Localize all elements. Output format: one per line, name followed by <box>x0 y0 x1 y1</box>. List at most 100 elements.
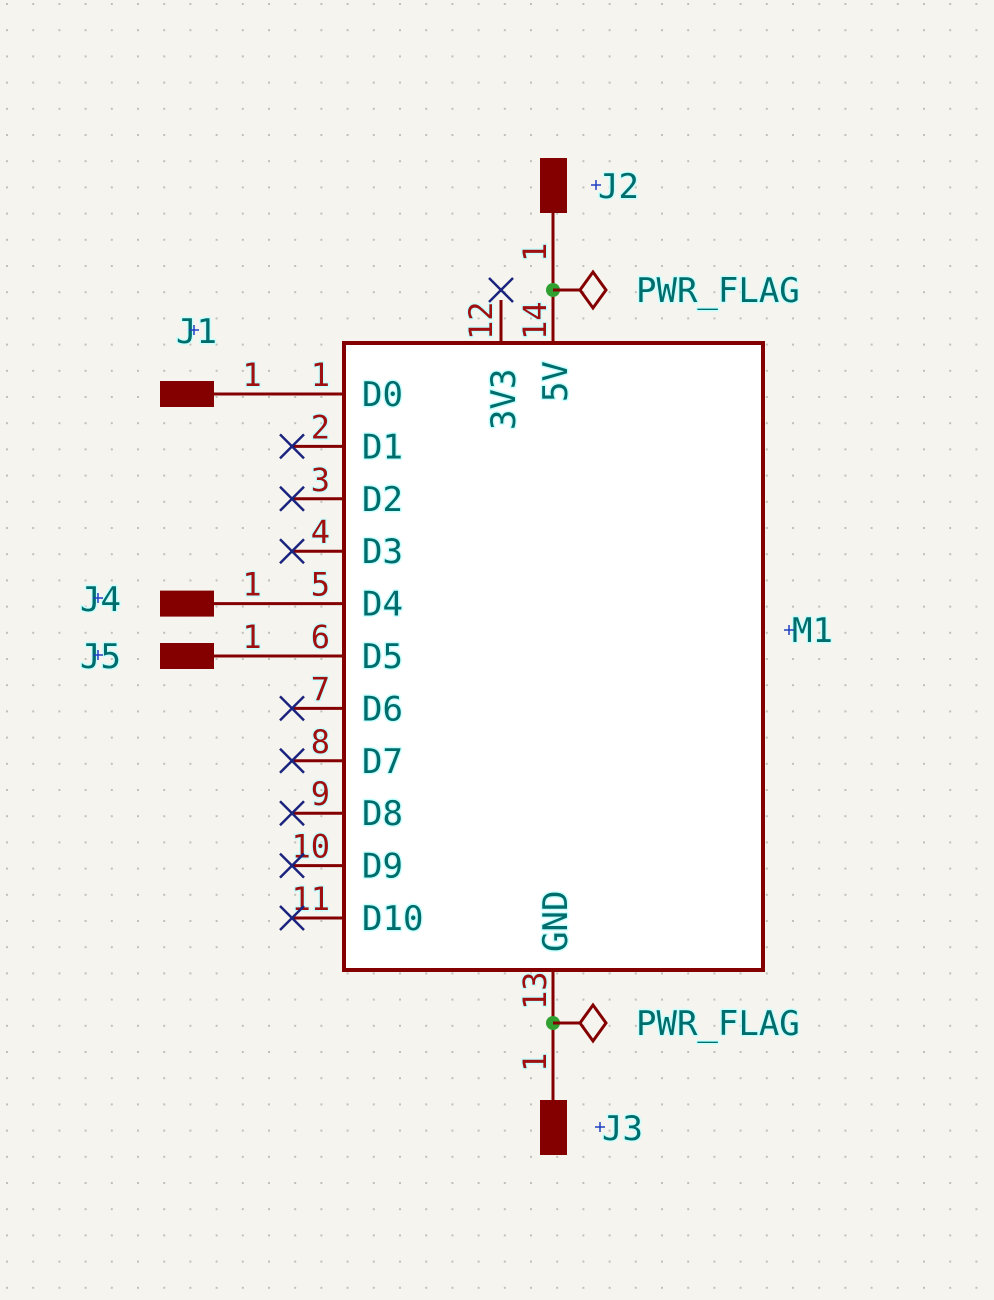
connector-pad[interactable] <box>160 643 214 669</box>
grid-dot <box>163 1077 166 1080</box>
grid-dot <box>818 1260 821 1263</box>
grid-dot <box>451 1103 454 1106</box>
grid-dot <box>582 186 585 189</box>
connector-pad[interactable] <box>160 590 214 617</box>
grid-dot <box>320 736 323 739</box>
grid-dot <box>896 448 899 451</box>
grid-dot <box>32 736 35 739</box>
grid-dot <box>896 29 899 32</box>
grid-dot <box>294 343 297 346</box>
grid-dot <box>739 3 742 5</box>
grid-dot <box>582 1051 585 1053</box>
grid-dot <box>870 396 873 398</box>
grid-dot <box>792 553 794 556</box>
grid-dot <box>582 972 585 975</box>
grid-dot <box>792 3 794 5</box>
grid-dot <box>792 658 794 660</box>
grid-dot <box>6 29 8 32</box>
grid-dot <box>451 107 454 110</box>
grid-dot <box>268 789 270 791</box>
grid-dot <box>6 186 8 189</box>
grid-dot <box>634 317 637 320</box>
grid-dot <box>477 1051 480 1053</box>
grid-dot <box>844 605 847 608</box>
grid-dot <box>399 107 401 110</box>
grid-dot <box>399 1024 401 1027</box>
grid-dot <box>163 920 166 922</box>
grid-dot <box>949 81 952 84</box>
grid-dot <box>110 1155 113 1158</box>
grid-dot <box>923 579 925 582</box>
grid-dot <box>713 291 716 294</box>
grid-dot <box>634 1155 637 1158</box>
grid-dot <box>844 631 847 634</box>
grid-dot <box>294 841 297 844</box>
grid-dot <box>163 893 166 896</box>
grid-dot <box>84 448 87 451</box>
grid-dot <box>765 920 768 922</box>
grid-dot <box>792 212 794 215</box>
grid-dot <box>896 500 899 503</box>
grid-dot <box>582 1286 585 1289</box>
grid-dot <box>58 736 61 739</box>
grid-dot <box>163 972 166 975</box>
grid-dot <box>949 474 952 477</box>
grid-dot <box>137 1051 139 1053</box>
grid-dot <box>189 946 192 949</box>
grid-dot <box>634 1103 637 1106</box>
grid-dot <box>765 1234 768 1237</box>
grid-dot <box>687 1208 690 1211</box>
grid-dot <box>189 81 192 84</box>
grid-dot <box>765 212 768 215</box>
pin-number: 4 <box>311 513 330 551</box>
grid-dot <box>215 762 218 765</box>
grid-dot <box>268 658 270 660</box>
no-connect-icon <box>279 433 305 460</box>
grid-dot <box>530 1077 532 1080</box>
grid-dot <box>923 29 925 32</box>
grid-dot <box>346 317 349 320</box>
grid-dot <box>110 1260 113 1263</box>
grid-dot <box>896 55 899 58</box>
grid-dot <box>556 212 559 215</box>
grid-dot <box>32 684 35 687</box>
grid-dot <box>687 1234 690 1237</box>
grid-dot <box>163 1182 166 1184</box>
connector-pad[interactable] <box>540 1100 567 1155</box>
grid-dot <box>844 1182 847 1184</box>
grid-dot <box>975 684 978 687</box>
grid-dot <box>451 1208 454 1211</box>
grid-dot <box>268 238 270 241</box>
grid-dot <box>975 1024 978 1027</box>
grid-dot <box>346 1024 349 1027</box>
grid-dot <box>608 160 611 163</box>
grid-dot <box>268 265 270 267</box>
grid-dot <box>110 265 113 267</box>
pin-name: D8 <box>362 794 403 834</box>
grid-dot <box>608 265 611 267</box>
grid-dot <box>58 684 61 687</box>
grid-dot <box>425 1182 428 1184</box>
grid-dot <box>110 867 113 870</box>
grid-dot <box>6 631 8 634</box>
grid-dot <box>58 815 61 818</box>
grid-dot <box>294 107 297 110</box>
grid-dot <box>215 605 218 608</box>
grid-dot <box>975 160 978 163</box>
grid-dot <box>818 605 821 608</box>
grid-dot <box>818 107 821 110</box>
grid-dot <box>634 212 637 215</box>
connector-pad[interactable] <box>160 381 214 407</box>
component-body[interactable] <box>342 341 765 972</box>
connector-pad[interactable] <box>540 158 567 213</box>
grid-dot <box>58 291 61 294</box>
grid-dot <box>6 920 8 922</box>
grid-dot <box>844 920 847 922</box>
grid-dot <box>84 186 87 189</box>
grid-dot <box>399 55 401 58</box>
grid-dot <box>896 684 899 687</box>
grid-dot <box>765 343 768 346</box>
grid-dot <box>818 422 821 425</box>
grid-dot <box>58 1077 61 1080</box>
